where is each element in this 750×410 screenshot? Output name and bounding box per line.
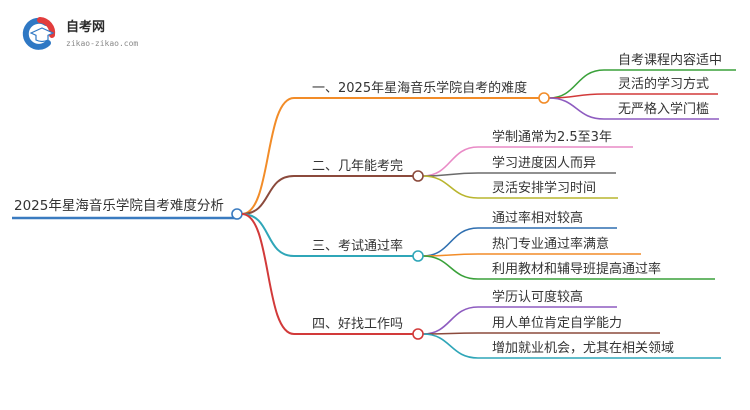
child-connector bbox=[422, 255, 479, 280]
branch-label: 四、好找工作吗 bbox=[312, 317, 403, 332]
child-label: 热门专业通过率满意 bbox=[492, 236, 609, 252]
child-label: 无严格入学门槛 bbox=[618, 101, 709, 117]
child-connector bbox=[422, 227, 479, 257]
child-label: 增加就业机会，尤其在相关领域 bbox=[492, 341, 674, 356]
branch-connector bbox=[241, 213, 295, 257]
branch-label: 二、几年能考完 bbox=[312, 159, 403, 174]
child-label: 用人单位肯定自学能力 bbox=[492, 315, 622, 331]
child-connector bbox=[422, 175, 479, 199]
child-label: 灵活的学习方式 bbox=[618, 76, 709, 92]
branch-label: 一、2025年星海音乐学院自考的难度 bbox=[312, 80, 527, 96]
root-node: 2025年星海音乐学院自考难度分析 bbox=[12, 197, 243, 220]
child-connector bbox=[422, 146, 479, 177]
logo-url: zikao-zikao.com bbox=[66, 39, 138, 48]
child-label: 利用教材和辅导班提高通过率 bbox=[492, 261, 661, 277]
branch-node-circle[interactable] bbox=[538, 92, 550, 104]
branch-node-circle[interactable] bbox=[412, 328, 424, 340]
site-logo[interactable]: 自考网 zikao-zikao.com bbox=[22, 17, 139, 50]
root-label: 2025年星海音乐学院自考难度分析 bbox=[14, 197, 224, 214]
child-connector bbox=[548, 93, 605, 99]
child-label: 通过率相对较高 bbox=[492, 210, 583, 226]
child-connector bbox=[422, 306, 479, 335]
child-label: 学制通常为2.5至3年 bbox=[492, 129, 612, 145]
logo-icon bbox=[22, 17, 56, 50]
child-label: 学习进度因人而异 bbox=[492, 155, 596, 171]
child-label: 灵活安排学习时间 bbox=[492, 180, 596, 196]
branch-connector bbox=[241, 97, 295, 215]
branch-connector bbox=[241, 213, 295, 335]
branches: 一、2025年星海音乐学院自考的难度 自考课程内容适中灵活的学习方式无严格入学门槛… bbox=[241, 52, 736, 359]
child-connector bbox=[548, 97, 605, 120]
logo-title: 自考网 bbox=[66, 19, 105, 35]
branch-node-circle[interactable] bbox=[412, 250, 424, 262]
branch-label: 三、考试通过率 bbox=[312, 238, 403, 254]
branch-connector bbox=[241, 175, 295, 215]
child-label: 自考课程内容适中 bbox=[618, 52, 722, 68]
branch-node-circle[interactable] bbox=[412, 170, 424, 182]
child-connector bbox=[422, 333, 479, 359]
root-node-circle[interactable] bbox=[231, 208, 243, 220]
child-label: 学历认可度较高 bbox=[492, 289, 583, 305]
